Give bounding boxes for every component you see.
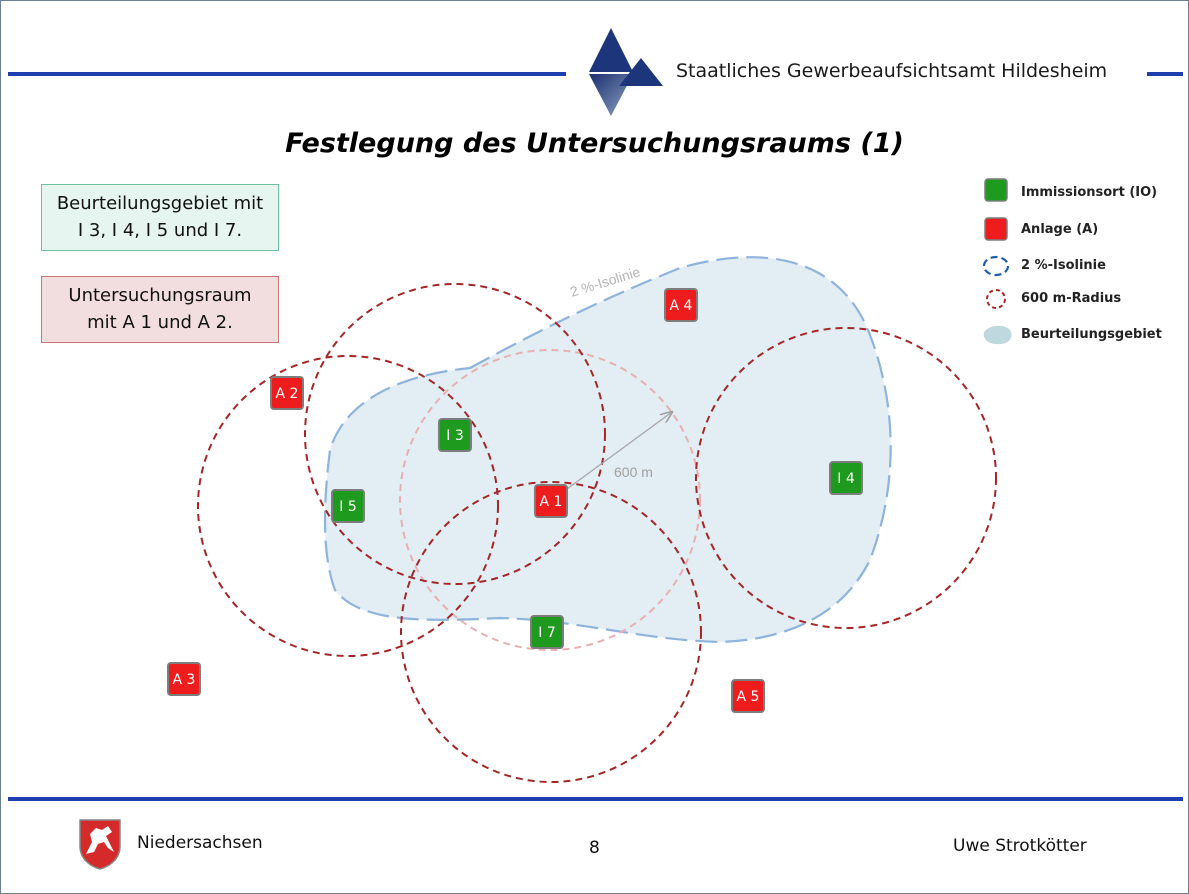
radius-circle-a1: [399, 349, 701, 651]
header-rule-left: [8, 72, 566, 76]
assessment-area-box: Beurteilungsgebiet mit I 3, I 4, I 5 und…: [41, 184, 279, 251]
legend-plant-swatch: [984, 217, 1008, 241]
investigation-area-box: Untersuchungsraum mit A 1 und A 2.: [41, 276, 279, 343]
legend-isoline-label: 2 %-Isolinie: [1021, 258, 1106, 273]
footer-rule: [8, 797, 1183, 801]
legend-plant-label: Anlage (A): [1021, 222, 1099, 237]
header-rule-right: [1147, 72, 1183, 76]
marker-a5: A 5: [731, 679, 765, 713]
marker-i5-label: I 5: [339, 499, 357, 515]
radius-label: 600 m: [614, 464, 653, 480]
legend-immission-swatch: [984, 178, 1008, 202]
marker-a2-label: A 2: [276, 386, 299, 402]
marker-a1-label: A 1: [540, 494, 563, 510]
legend-area-label: Beurteilungsgebiet: [1021, 327, 1162, 342]
footer-state-name: Niedersachsen: [137, 833, 263, 853]
marker-a4: A 4: [664, 288, 698, 322]
legend-area-swatch: [983, 325, 1012, 345]
radius-arrow: [551, 412, 672, 501]
marker-a3-label: A 3: [173, 672, 196, 688]
investigation-area-line2: mit A 1 und A 2.: [87, 312, 233, 333]
investigation-area-line1: Untersuchungsraum: [68, 285, 252, 306]
marker-a5-label: A 5: [737, 689, 760, 705]
radius-circle-i4: [695, 327, 997, 629]
marker-a4-label: A 4: [670, 298, 693, 314]
marker-i3-label: I 3: [446, 428, 464, 444]
assessment-area-line2: I 3, I 4, I 5 und I 7.: [77, 220, 243, 241]
marker-i7: I 7: [530, 615, 564, 649]
radius-circle-a2: [197, 355, 499, 657]
legend-isoline-swatch: [982, 255, 1010, 277]
footer-page-number: 8: [589, 838, 600, 858]
organization-name: Staatliches Gewerbeaufsichtsamt Hildeshe…: [676, 60, 1108, 82]
gaa-logo-icon: [589, 28, 663, 116]
legend-radius-swatch: [986, 289, 1006, 309]
assessment-area-shape: [323, 256, 892, 644]
marker-a3: A 3: [167, 662, 201, 696]
marker-i3: I 3: [438, 418, 472, 452]
marker-i4-label: I 4: [837, 471, 855, 487]
marker-a1: A 1: [534, 484, 568, 518]
slide-title: Festlegung des Untersuchungsraums (1): [285, 128, 904, 159]
legend-immission-label: Immissionsort (IO): [1021, 185, 1158, 200]
marker-i5: I 5: [331, 489, 365, 523]
lower-saxony-crest-icon: [79, 819, 121, 870]
radius-circle-i3: [304, 283, 606, 585]
legend-radius-label: 600 m-Radius: [1021, 291, 1122, 306]
marker-i7-label: I 7: [538, 625, 556, 641]
marker-a2: A 2: [270, 376, 304, 410]
footer-author: Uwe Strotkötter: [953, 836, 1087, 856]
radius-circle-i7: [400, 481, 702, 783]
assessment-area-line1: Beurteilungsgebiet mit: [56, 193, 264, 214]
marker-i4: I 4: [829, 461, 863, 495]
